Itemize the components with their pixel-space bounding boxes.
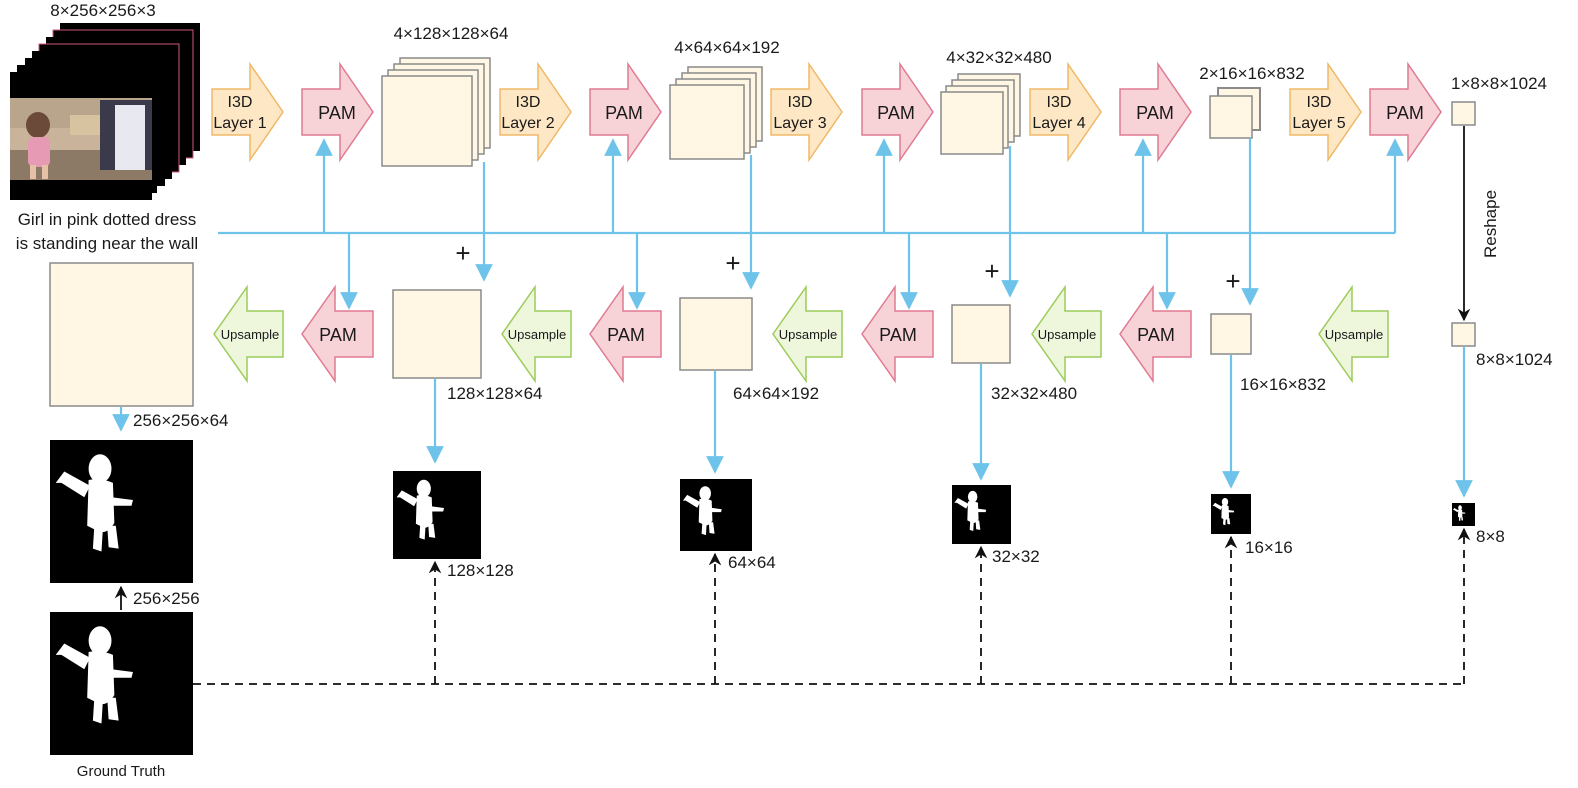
plus-sign-4: + <box>1225 266 1240 296</box>
i3d-layer-3-line2: Layer 3 <box>773 115 826 132</box>
input-shape-label: 8×256×256×3 <box>50 1 155 20</box>
encoder-pam-4-label: PAM <box>1136 103 1174 123</box>
predicted-mask-3: 64×64 <box>680 479 776 572</box>
decoder-pam-4-label: PAM <box>1137 325 1175 345</box>
decoder-feature-4: 32×32×480 <box>951 304 1077 403</box>
upsample-2: Upsample <box>501 284 572 384</box>
encoder-feature-2: 4×64×64×192 <box>669 38 780 160</box>
plus-sign-2: + <box>725 248 740 278</box>
encoder-feature-2-shape: 4×64×64×192 <box>674 38 779 57</box>
upsample-2-label: Upsample <box>508 327 567 342</box>
decoder-feature-5-shape: 16×16×832 <box>1240 375 1326 394</box>
upsample-4-label: Upsample <box>1038 327 1097 342</box>
predicted-mask-5: 16×16 <box>1211 494 1293 557</box>
mask-1-size: 256×256 <box>133 589 200 608</box>
encoder-feature-5-shape: 1×8×8×1024 <box>1451 74 1547 93</box>
i3d-layer-1-line2: Layer 1 <box>213 115 266 132</box>
decoder-pam-1: PAM <box>301 284 374 384</box>
mask-4-size: 32×32 <box>992 547 1040 566</box>
i3d-layer-2-line1: I3D <box>516 94 541 111</box>
upsample-3-label: Upsample <box>779 327 838 342</box>
skip-connections <box>475 138 1259 306</box>
decoder-feature-1-shape: 256×256×64 <box>133 411 229 430</box>
predicted-mask-2: 128×128 <box>393 471 514 580</box>
predicted-mask-4: 32×32 <box>952 485 1040 566</box>
encoder-feature-5: 1×8×8×1024 <box>1451 74 1547 126</box>
decoder-feature-2: 128×128×64 <box>392 289 543 403</box>
encoder-pam-2: PAM <box>589 61 662 163</box>
encoder-feature-4-shape: 2×16×16×832 <box>1199 64 1304 83</box>
decoder-to-mask-arrows <box>112 347 1473 498</box>
i3d-layer-4-line2: Layer 4 <box>1032 115 1085 132</box>
skip-plus-signs: + + + + <box>455 238 1240 296</box>
encoder-pam-1-label: PAM <box>318 103 356 123</box>
encoder-pam-3: PAM <box>861 61 934 163</box>
encoder-pam-5: PAM <box>1369 61 1442 163</box>
decoder-pam-2: PAM <box>589 284 662 384</box>
i3d-layer-3: I3D Layer 3 <box>770 61 843 163</box>
decoder-feature-5: 16×16×832 <box>1210 313 1326 394</box>
input-video-stack: 8×256×256×3 Girl in pink dotted dress is… <box>10 1 200 253</box>
encoder-pam-2-label: PAM <box>605 103 643 123</box>
encoder-feature-1-shape: 4×128×128×64 <box>394 24 509 43</box>
text-feature-bus <box>218 138 1404 310</box>
i3d-layer-5-line2: Layer 5 <box>1292 115 1345 132</box>
predicted-mask-6: 8×8 <box>1452 503 1505 546</box>
decoder-feature-3-shape: 64×64×192 <box>733 384 819 403</box>
decoder-pam-2-label: PAM <box>607 325 645 345</box>
decoder-feature-3: 64×64×192 <box>679 297 819 403</box>
supervision-connections <box>114 527 1471 685</box>
reshape-connector: Reshape <box>1457 126 1500 322</box>
reshape-label: Reshape <box>1481 190 1500 258</box>
encoder-feature-3: 4×32×32×480 <box>940 48 1052 155</box>
video-frame-image <box>10 98 152 180</box>
encoder-pam-5-label: PAM <box>1386 103 1424 123</box>
i3d-layer-3-line1: I3D <box>788 94 813 111</box>
decoder-pam-1-label: PAM <box>319 325 357 345</box>
i3d-layer-2-line2: Layer 2 <box>501 115 554 132</box>
i3d-layer-1-line1: I3D <box>228 94 253 111</box>
i3d-layer-5-line1: I3D <box>1307 94 1332 111</box>
mask-2-size: 128×128 <box>447 561 514 580</box>
decoder-pam-4: PAM <box>1119 284 1192 384</box>
i3d-layer-2: I3D Layer 2 <box>499 61 572 163</box>
encoder-feature-1: 4×128×128×64 <box>381 24 509 167</box>
upsample-5-label: Upsample <box>1325 327 1384 342</box>
mask-6-size: 8×8 <box>1476 527 1505 546</box>
text-query-line2: is standing near the wall <box>16 234 198 253</box>
upsample-1-label: Upsample <box>221 327 280 342</box>
encoder-feature-4: 2×16×16×832 <box>1199 64 1305 139</box>
upsample-5: Upsample <box>1318 284 1389 384</box>
decoder-feature-4-shape: 32×32×480 <box>991 384 1077 403</box>
upsample-4: Upsample <box>1031 284 1102 384</box>
mask-3-size: 64×64 <box>728 553 776 572</box>
mask-5-size: 16×16 <box>1245 538 1293 557</box>
ground-truth-label: Ground Truth <box>77 763 165 780</box>
i3d-layer-4-line1: I3D <box>1047 94 1072 111</box>
decoder-feature-1: 256×256×64 <box>49 262 229 430</box>
i3d-layer-5: I3D Layer 5 <box>1289 61 1362 163</box>
decoder-feature-6-shape: 8×8×1024 <box>1476 350 1553 369</box>
encoder-pam-3-label: PAM <box>877 103 915 123</box>
decoder-feature-6: 8×8×1024 <box>1451 322 1553 369</box>
i3d-layer-4: I3D Layer 4 <box>1029 61 1102 163</box>
plus-sign-1: + <box>455 238 470 268</box>
decoder-pam-3: PAM <box>861 284 934 384</box>
i3d-layer-1: I3D Layer 1 <box>211 61 284 163</box>
plus-sign-3: + <box>984 256 999 286</box>
predicted-mask-1: 256×256 <box>50 440 200 608</box>
encoder-pam-1: PAM <box>301 61 374 163</box>
encoder-feature-3-shape: 4×32×32×480 <box>946 48 1051 67</box>
encoder-pam-4: PAM <box>1119 61 1192 163</box>
decoder-feature-2-shape: 128×128×64 <box>447 384 543 403</box>
ground-truth-mask: Ground Truth <box>50 612 193 780</box>
text-query-line1: Girl in pink dotted dress <box>18 210 197 229</box>
upsample-3: Upsample <box>772 284 843 384</box>
decoder-pam-3-label: PAM <box>879 325 917 345</box>
upsample-1: Upsample <box>213 284 284 384</box>
